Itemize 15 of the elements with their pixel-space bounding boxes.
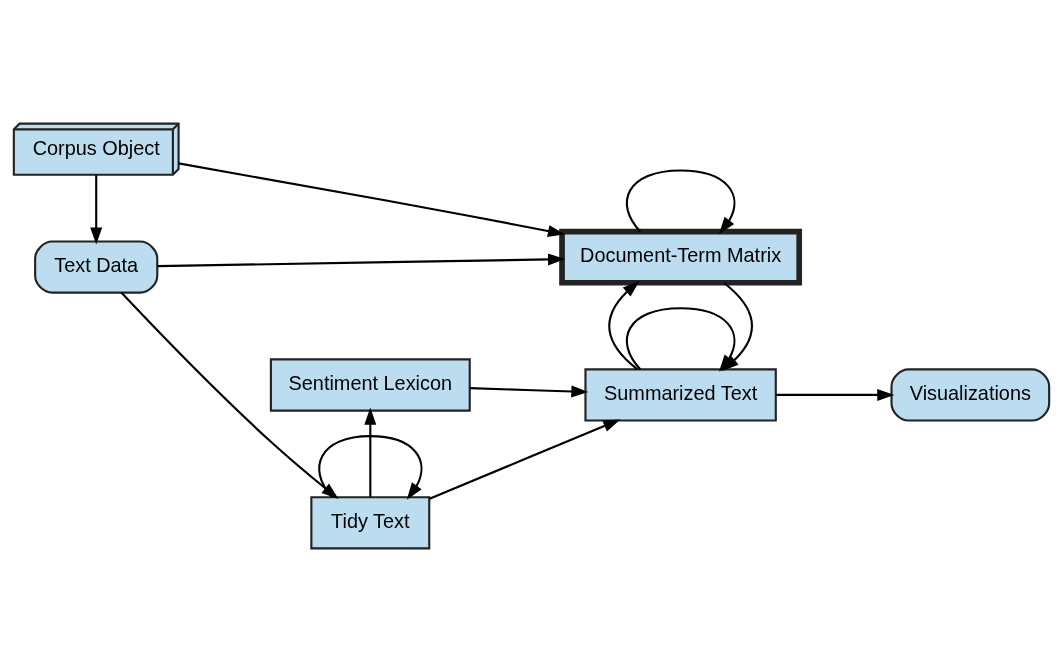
node-box: Text Data xyxy=(34,240,159,294)
node-box: Document-Term Matrix xyxy=(559,228,803,286)
node-box: Sentiment Lexicon xyxy=(269,357,471,412)
arrow xyxy=(90,174,103,245)
arrow xyxy=(178,161,565,237)
arrow xyxy=(608,280,640,370)
arrow xyxy=(469,384,589,397)
node-box: Tidy Text xyxy=(310,495,431,549)
arrow xyxy=(364,407,377,497)
arrow xyxy=(429,418,621,500)
arrow xyxy=(625,169,736,234)
arrow xyxy=(775,388,895,401)
node-box: Visualizations xyxy=(890,367,1051,422)
node-box: Summarized Text xyxy=(584,367,777,422)
arrow xyxy=(157,252,566,267)
